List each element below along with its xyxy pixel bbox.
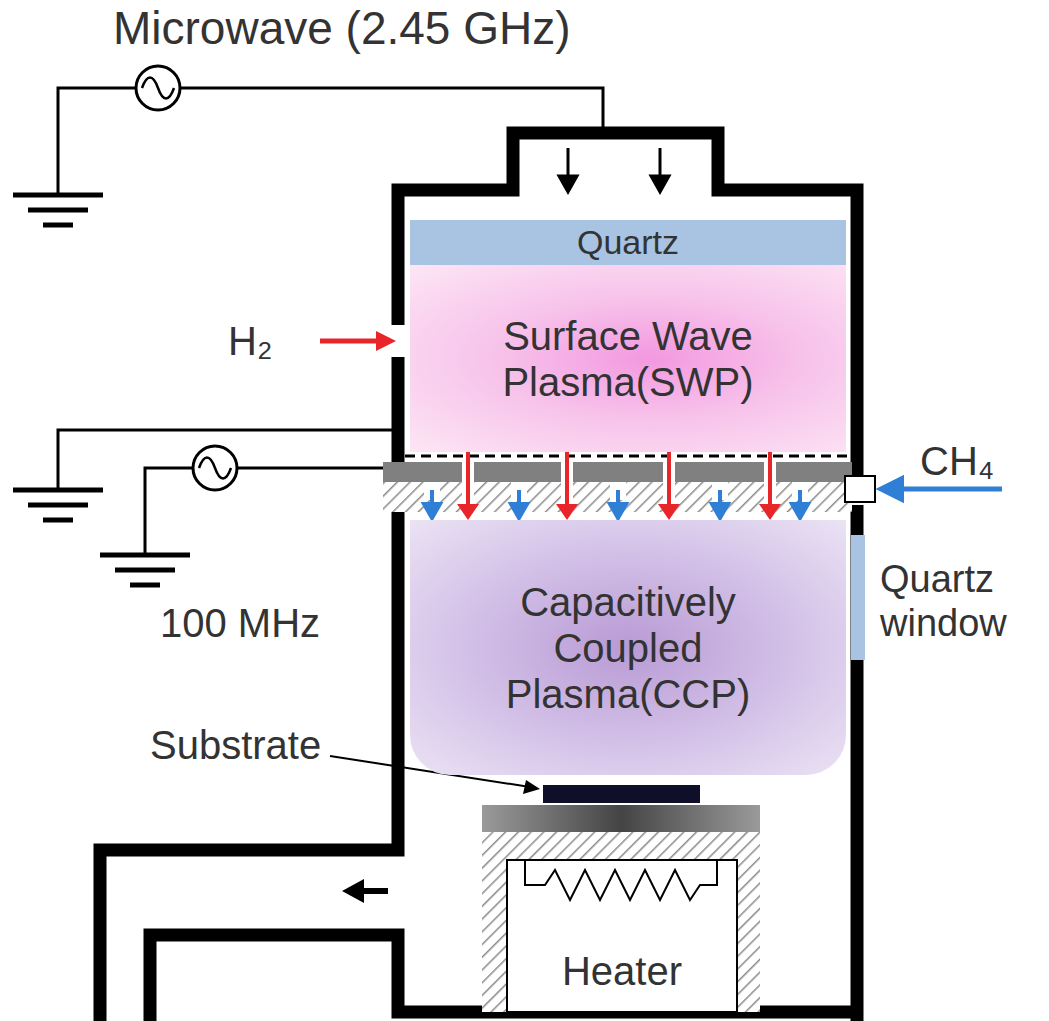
heater-housing xyxy=(482,832,760,1012)
quartz-plate: Quartz xyxy=(410,220,846,265)
arrow-head xyxy=(792,504,808,518)
arrow-head xyxy=(712,504,728,518)
microwave-arrow xyxy=(559,148,669,192)
gas-flow-arrow xyxy=(658,452,680,520)
arrow-line xyxy=(466,452,470,506)
arrow-head xyxy=(880,478,902,500)
node-text: Heater xyxy=(562,948,682,994)
ground-symbol xyxy=(130,583,160,588)
ac-source xyxy=(193,446,237,490)
ground-symbol xyxy=(28,503,88,508)
arrow-head xyxy=(424,504,440,518)
sine-symbol xyxy=(142,78,174,99)
arrow-head xyxy=(457,504,479,520)
gas-flow-arrow xyxy=(759,452,781,520)
chamber-wall xyxy=(100,357,398,1021)
arrow-line xyxy=(360,888,388,894)
sine-symbol xyxy=(199,458,231,479)
arrow-head xyxy=(342,879,364,903)
quartz-window xyxy=(851,535,865,660)
electrode-plate xyxy=(383,462,852,482)
arrow-line xyxy=(667,452,671,506)
arrow-head xyxy=(759,504,781,520)
arrow-head xyxy=(651,176,669,192)
arrow-line xyxy=(320,339,380,344)
wire xyxy=(58,430,392,490)
gas-flow-arrow xyxy=(556,452,578,520)
wire xyxy=(58,88,136,195)
gas-label: CH₄ xyxy=(920,438,994,484)
ground-symbol xyxy=(43,223,73,228)
ground-symbol xyxy=(13,488,103,493)
gas-flow-arrow xyxy=(457,452,479,520)
ground-symbol xyxy=(28,208,88,213)
arrow-head xyxy=(556,504,578,520)
arrow-head xyxy=(610,504,626,518)
heater-cavity xyxy=(507,860,737,1012)
heater-resistor xyxy=(525,860,717,900)
node-text: Surface Wave Plasma(SWP) xyxy=(478,313,778,405)
source-label: Microwave (2.45 GHz) xyxy=(113,2,571,55)
chamber-wall xyxy=(100,133,857,1021)
wire xyxy=(180,88,603,133)
gas-port xyxy=(845,476,875,502)
plasma-region: Capacitively Coupled Plasma(CCP) xyxy=(410,520,846,775)
h2-inlet-arrow xyxy=(320,331,396,351)
arrow-head xyxy=(559,176,577,192)
frequency-label: 100 MHz xyxy=(160,600,320,646)
arrow-line xyxy=(565,452,569,506)
arrow-head xyxy=(376,331,396,351)
ground-symbol xyxy=(13,193,103,198)
stage-plate xyxy=(482,805,760,832)
heater-box: Heater xyxy=(507,860,737,1012)
mesh-grid xyxy=(405,455,850,458)
arrow-line xyxy=(898,487,1002,492)
arrow-line xyxy=(768,452,772,506)
ground-symbol xyxy=(100,553,190,558)
exhaust-arrow xyxy=(342,879,388,903)
ground-symbol xyxy=(115,568,175,573)
part-label: Substrate xyxy=(150,722,321,768)
rf-source xyxy=(100,446,385,585)
ground-wire xyxy=(13,430,392,520)
node-text: Quartz xyxy=(577,223,679,262)
arrow-head xyxy=(658,504,680,520)
substrate xyxy=(543,785,700,803)
plasma-region: Surface Wave Plasma(SWP) xyxy=(410,265,846,452)
wire xyxy=(237,467,385,470)
node-text: Capacitively Coupled Plasma(CCP) xyxy=(488,579,768,717)
arrow-head xyxy=(511,504,527,518)
arrow-head xyxy=(523,780,540,794)
ch4-flow-arrow xyxy=(424,478,1002,518)
wire xyxy=(145,468,193,555)
ac-source xyxy=(136,66,180,110)
chamber-wall xyxy=(398,133,857,475)
part-label: Quartz window xyxy=(880,558,1030,645)
gas-label: H₂ xyxy=(228,318,272,364)
ground-symbol xyxy=(43,518,73,523)
